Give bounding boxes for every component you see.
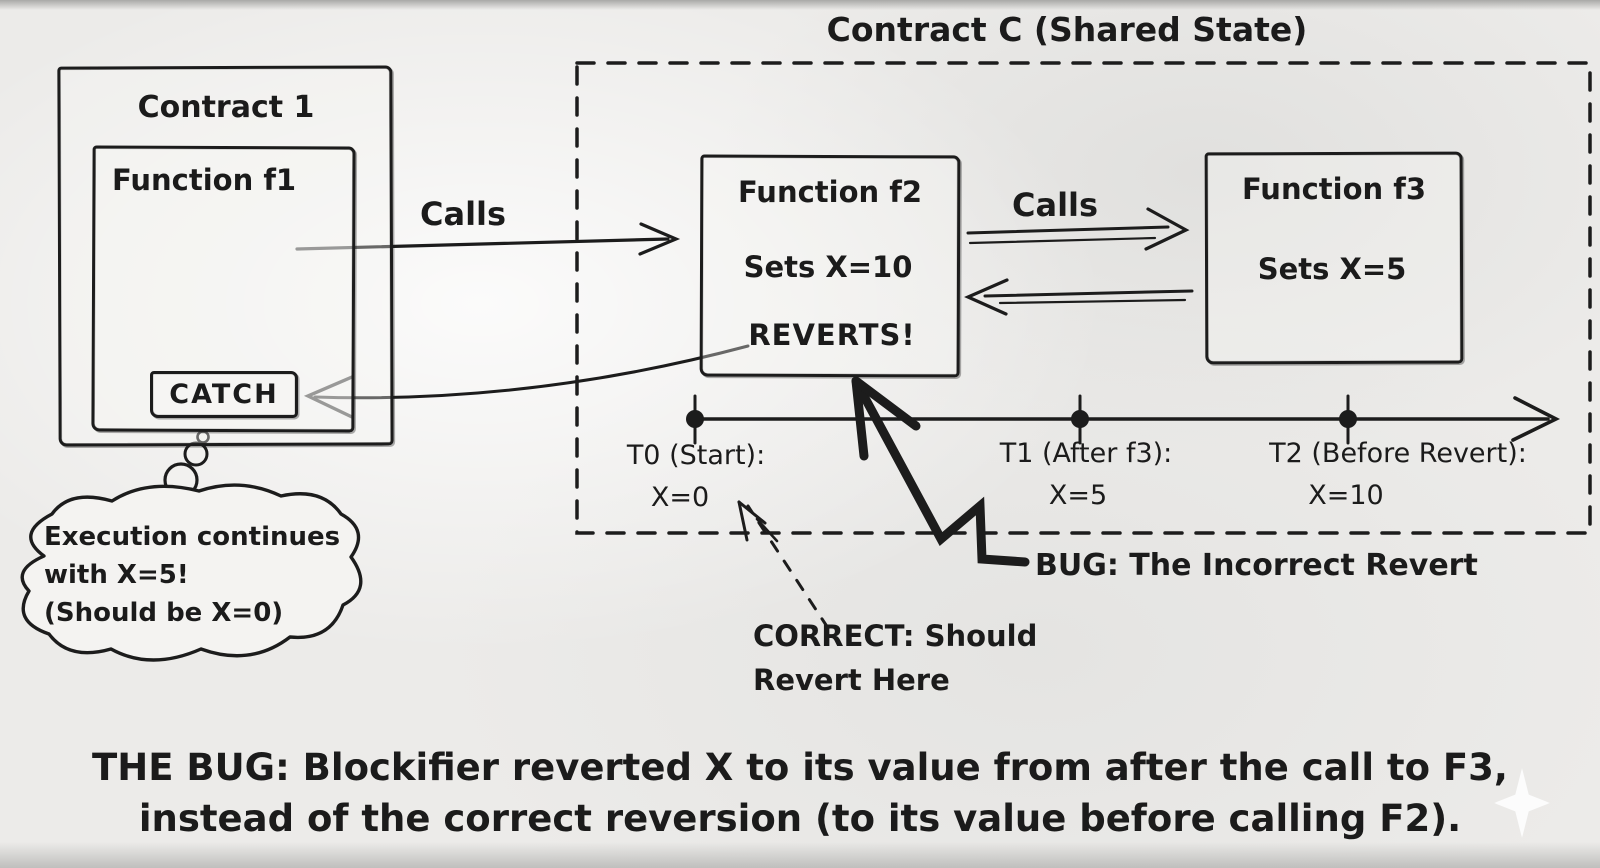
timeline-t1-label: T1 (After f3): [999, 438, 1173, 469]
catch-label: CATCH [169, 379, 279, 410]
bug-annotation: BUG: The Incorrect Revert [1035, 548, 1478, 583]
contract-1-title: Contract 1 [137, 90, 315, 125]
correct-dashed-arrow [737, 500, 830, 630]
correct-annotation: CORRECT: Should Revert Here [753, 614, 1037, 702]
cloud-line-1: Execution continues [44, 522, 341, 552]
timeline-point-t1 [1071, 394, 1089, 445]
cloud-line-3: (Should be X=0) [44, 598, 284, 628]
function-f2-reverts: REVERTS! [748, 318, 916, 352]
footer-line-1: THE BUG: Blockifier reverted X to its va… [92, 746, 1508, 789]
timeline-t1-value: X=5 [1048, 480, 1108, 511]
arrow-f3-to-f2 [964, 278, 1194, 316]
function-f3-sets-x: Sets X=5 [1257, 252, 1407, 286]
bug-zigzag-arrow [851, 376, 1030, 567]
function-f2-title: Function f2 [737, 175, 923, 209]
calls-label-f1-f2: Calls [420, 195, 507, 233]
timeline-t2-value: X=10 [1308, 480, 1384, 511]
correct-line-1: CORRECT: Should [753, 619, 1038, 653]
timeline-t0-label: T0 (Start): [626, 440, 766, 471]
footer-line-2: instead of the correct reversion (to its… [138, 797, 1462, 840]
timeline-point-t2 [1339, 394, 1357, 445]
footer-summary: THE BUG: Blockifier reverted X to its va… [0, 742, 1600, 844]
cloud-line-2: with X=5! [44, 560, 189, 590]
function-f1-title: Function f1 [112, 163, 297, 197]
catch-box [150, 371, 298, 418]
calls-label-f2-f3: Calls [1012, 186, 1099, 224]
timeline-point-t0 [686, 394, 704, 445]
timeline-axis [686, 394, 1561, 445]
timeline-t0-value: X=0 [650, 482, 710, 513]
function-f2-sets-x: Sets X=10 [743, 250, 913, 284]
timeline-t2-label: T2 (Before Revert): [1269, 438, 1527, 469]
contract-c-title: Contract C (Shared State) [826, 10, 1308, 49]
thought-cloud-text: Execution continues with X=5! (Should be… [44, 518, 344, 632]
correct-line-2: Revert Here [753, 663, 950, 697]
function-f3-title: Function f3 [1241, 172, 1427, 206]
